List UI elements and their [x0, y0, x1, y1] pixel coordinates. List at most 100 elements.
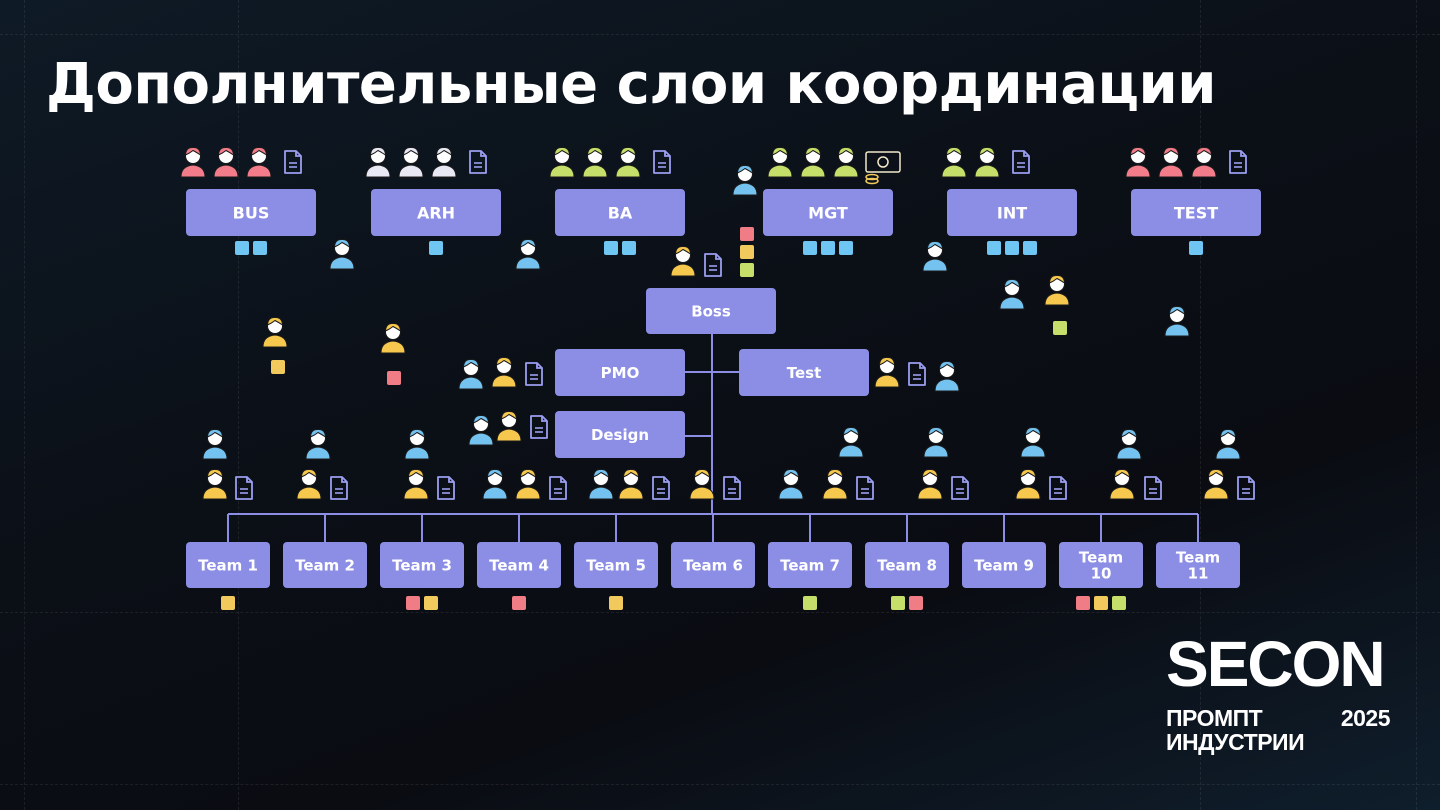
- person-icon: [246, 146, 272, 178]
- team-5-square: [609, 596, 623, 610]
- person-icon: [615, 146, 641, 178]
- group-box-arh-rect: [371, 189, 501, 236]
- logo-year: 2025: [1340, 705, 1391, 731]
- group-box-bus-rect: [186, 189, 316, 236]
- pmo-box-rect: [555, 349, 685, 396]
- team-7-square: [803, 596, 817, 610]
- document-icon: [437, 476, 455, 500]
- group-box-test-label: TEST: [1174, 203, 1218, 222]
- boss-box-rect: [646, 288, 776, 334]
- group-test-square: [1189, 241, 1203, 255]
- team-box-2-rect: [283, 542, 367, 588]
- team-box-2-label: Team 2: [295, 556, 355, 574]
- document-icon: [469, 150, 487, 174]
- person-icon: [431, 146, 457, 178]
- team-box-1-label: Team 1: [198, 556, 258, 574]
- mgt-side-square: [740, 245, 754, 259]
- person-icon: [1125, 146, 1151, 178]
- team-4-square: [512, 596, 526, 610]
- team-box-3-label: Team 3: [392, 556, 452, 574]
- group-ba-square: [622, 241, 636, 255]
- document-icon: [530, 415, 548, 439]
- person-icon: [1044, 274, 1070, 306]
- document-icon: [1229, 150, 1247, 174]
- document-icon: [856, 476, 874, 500]
- group-box-test: TEST: [1131, 189, 1261, 236]
- team-box-5-rect: [574, 542, 658, 588]
- group-box-test-rect: [1131, 189, 1261, 236]
- group-int-square: [1023, 241, 1037, 255]
- group-box-mgt-rect: [763, 189, 893, 236]
- group-bus-square: [235, 241, 249, 255]
- team-box-4-rect: [477, 542, 561, 588]
- person-icon: [922, 240, 948, 272]
- person-icon: [588, 468, 614, 500]
- test-box: Test: [739, 349, 869, 396]
- team-box-5: Team 5: [574, 542, 658, 588]
- document-icon: [1144, 476, 1162, 500]
- person-icon: [458, 358, 484, 390]
- document-icon: [284, 150, 302, 174]
- person-icon: [1215, 428, 1241, 460]
- person-icon: [582, 146, 608, 178]
- person-icon: [833, 146, 859, 178]
- document-icon: [1012, 150, 1030, 174]
- test-box-label: Test: [787, 364, 822, 382]
- pmo-box: PMO: [555, 349, 685, 396]
- money-icon: [865, 151, 901, 185]
- group-int-square: [987, 241, 1001, 255]
- person-icon: [398, 146, 424, 178]
- page-title: Дополнительные слои координации: [46, 52, 1217, 117]
- group-bus-square: [253, 241, 267, 255]
- team-box-8: Team 8: [865, 542, 949, 588]
- group-box-ba: BA: [555, 189, 685, 236]
- design-box: Design: [555, 411, 685, 458]
- person-icon: [999, 278, 1025, 310]
- person-icon: [689, 468, 715, 500]
- person-icon: [549, 146, 575, 178]
- team-box-3-rect: [380, 542, 464, 588]
- connector-lines: [227, 334, 1199, 542]
- document-icon: [330, 476, 348, 500]
- person-icon: [1203, 468, 1229, 500]
- group-box-int-label: INT: [997, 203, 1027, 222]
- team-box-6-rect: [671, 542, 755, 588]
- group-box-int-rect: [947, 189, 1077, 236]
- team-8-square: [909, 596, 923, 610]
- team-box-9-label: Team 9: [974, 556, 1034, 574]
- document-icon: [525, 362, 543, 386]
- team-box-11-label: 11: [1188, 564, 1209, 582]
- person-icon: [923, 426, 949, 458]
- person-icon: [180, 146, 206, 178]
- group-box-int: INT: [947, 189, 1077, 236]
- group-box-ba-rect: [555, 189, 685, 236]
- logo-line1: ПРОМПТ: [1166, 705, 1263, 731]
- person-icon: [934, 360, 960, 392]
- person-icon: [496, 410, 522, 442]
- secon-logo: SECON ПРОМПТ ИНДУСТРИИ 2025: [1166, 632, 1396, 754]
- group-ba-square: [604, 241, 618, 255]
- team-3-square: [406, 596, 420, 610]
- group-box-mgt: MGT: [763, 189, 893, 236]
- person-icon: [404, 428, 430, 460]
- logo-subtitle: ПРОМПТ ИНДУСТРИИ 2025: [1166, 706, 1396, 754]
- person-icon: [618, 468, 644, 500]
- person-icon: [838, 426, 864, 458]
- team-box-2: Team 2: [283, 542, 367, 588]
- person-icon: [213, 146, 239, 178]
- team-box-7: Team 7: [768, 542, 852, 588]
- status-squares: [221, 227, 1203, 610]
- boss-box-label: Boss: [691, 302, 731, 320]
- team-box-10-label: Team: [1079, 548, 1123, 566]
- team-box-8-rect: [865, 542, 949, 588]
- person-icon: [1020, 426, 1046, 458]
- team-box-7-rect: [768, 542, 852, 588]
- document-icon: [652, 476, 670, 500]
- document-icon: [549, 476, 567, 500]
- person-icon: [800, 146, 826, 178]
- person-icon: [822, 468, 848, 500]
- team-box-3: Team 3: [380, 542, 464, 588]
